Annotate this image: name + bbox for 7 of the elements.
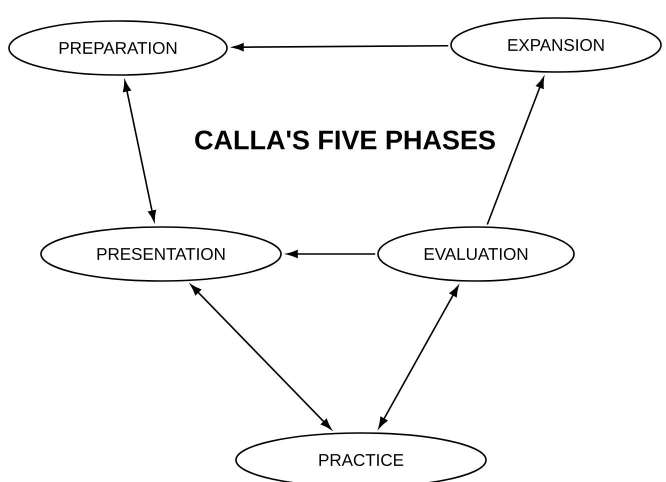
title: CALLA'S FIVE PHASES [195, 130, 495, 150]
arrow [378, 286, 459, 428]
arrow [232, 43, 448, 52]
arrow [190, 284, 332, 430]
arrow [122, 80, 156, 222]
arrow [286, 250, 376, 258]
arrow [486, 77, 544, 225]
